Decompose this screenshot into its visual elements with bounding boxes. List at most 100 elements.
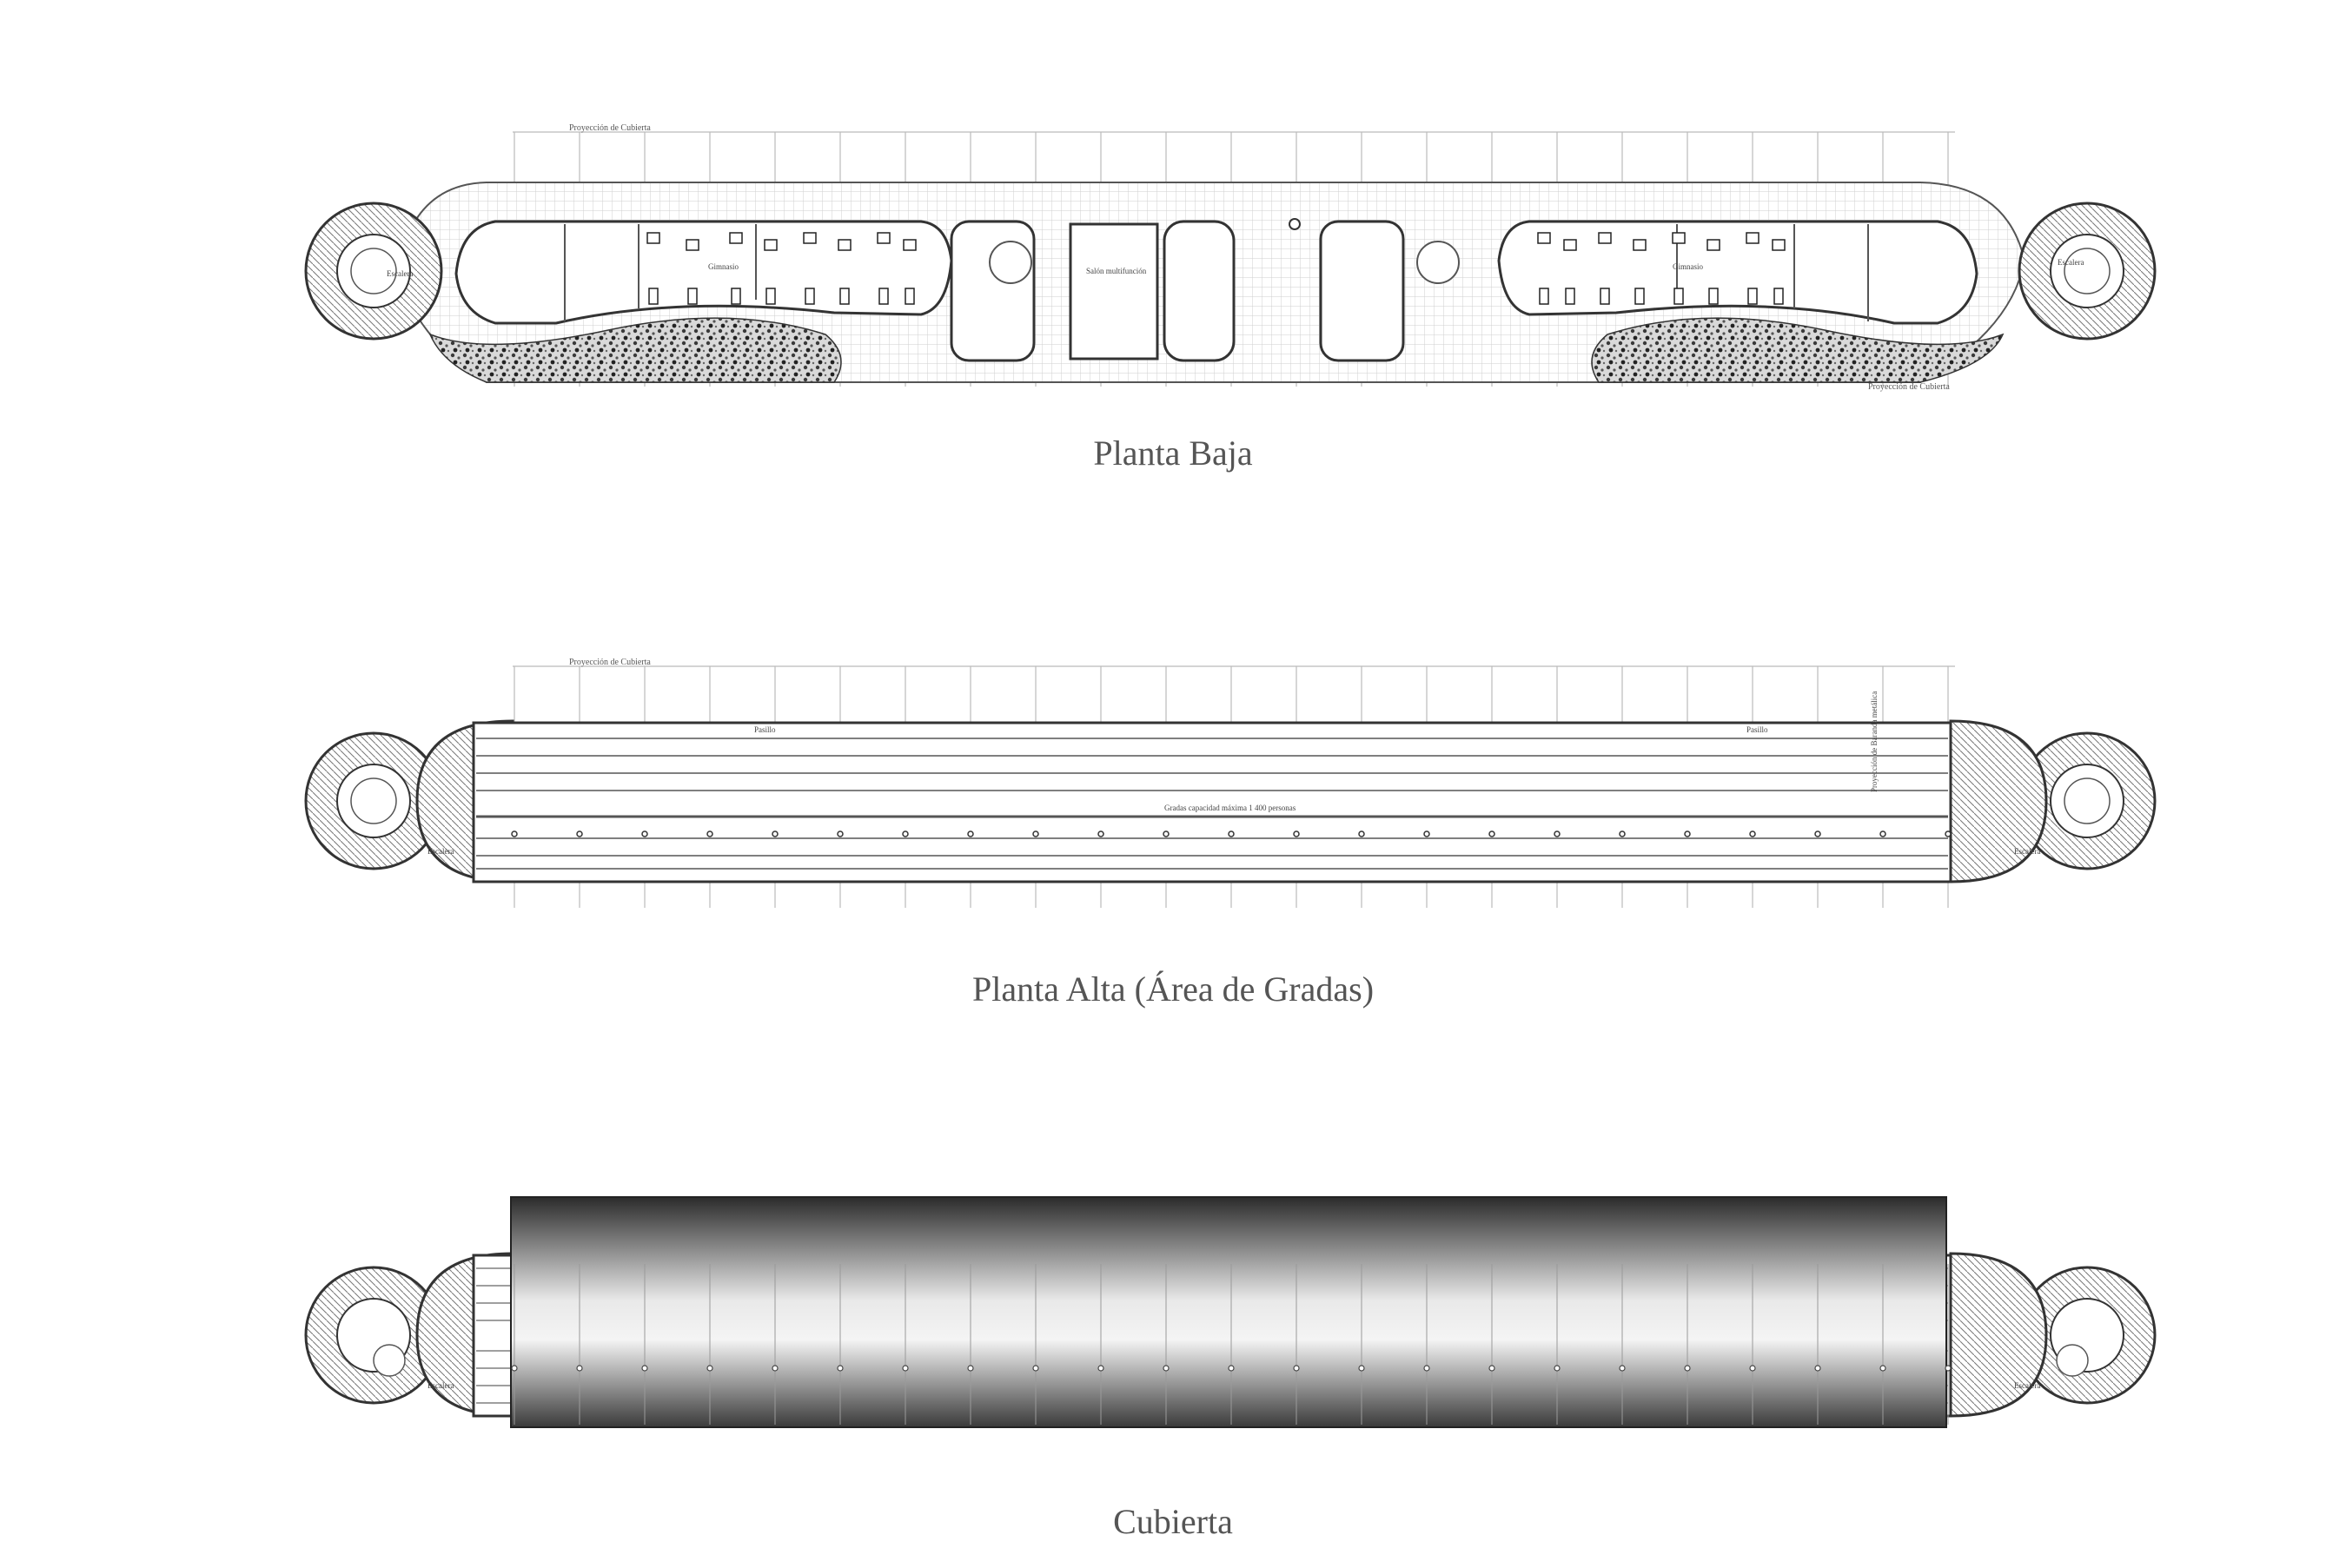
roof-bleacher-end-right bbox=[1949, 1252, 2048, 1418]
bleacher-rows bbox=[476, 738, 1948, 870]
central-block-mid bbox=[1163, 220, 1236, 362]
gym-machine-symbol bbox=[1598, 232, 1612, 244]
column-dot bbox=[706, 830, 713, 837]
roof-escalera-label-left: Escalera bbox=[427, 1381, 454, 1390]
roof-column-dot bbox=[706, 1365, 713, 1372]
bench-symbol bbox=[905, 288, 915, 305]
wing-partitions bbox=[564, 224, 1869, 321]
salon-label: Salón multifunción bbox=[1086, 267, 1147, 275]
pasillo-label-right: Pasillo bbox=[1746, 725, 1768, 734]
column-dot bbox=[1358, 830, 1365, 837]
column-dot bbox=[1945, 830, 1952, 837]
roof-column-dot bbox=[1423, 1365, 1430, 1372]
bench-symbol bbox=[1773, 288, 1784, 305]
column-dot bbox=[1228, 830, 1235, 837]
bench-symbol bbox=[648, 288, 659, 305]
upper-cubierta-projection-label: Proyección de Cubierta bbox=[569, 658, 651, 667]
roof-column-dot bbox=[967, 1365, 974, 1372]
bench-symbol bbox=[839, 288, 850, 305]
pasillo-label-left: Pasillo bbox=[754, 725, 776, 734]
roof-column-dot bbox=[1097, 1365, 1104, 1372]
roof-column-dot bbox=[576, 1365, 583, 1372]
roof-column-dot bbox=[772, 1365, 779, 1372]
wing-right bbox=[1497, 220, 1978, 325]
roof-column-dot bbox=[1814, 1365, 1821, 1372]
roof-column-dot bbox=[1945, 1365, 1952, 1372]
gradas-label: Gradas capacidad máxima 1 400 personas bbox=[1164, 804, 1296, 812]
roof-column-dot bbox=[1554, 1365, 1561, 1372]
roof-stair-tower-right bbox=[2018, 1266, 2157, 1405]
central-block-left bbox=[950, 220, 1036, 362]
column-dot bbox=[1488, 830, 1495, 837]
baranda-label: Proyección de Baranda metálica bbox=[1870, 691, 1879, 792]
gym-machine-symbol bbox=[1706, 239, 1720, 251]
roof-column-dot bbox=[1228, 1365, 1235, 1372]
salon-multifuncion bbox=[1069, 222, 1159, 361]
atrium-circle-left bbox=[989, 241, 1032, 284]
bench-symbol bbox=[1747, 288, 1758, 305]
gimnasio-label-right: Gimnasio bbox=[1673, 262, 1703, 271]
gym-machine-symbol bbox=[686, 239, 699, 251]
bench-symbol bbox=[805, 288, 815, 305]
column-dot bbox=[511, 830, 518, 837]
roof-column-dot bbox=[511, 1365, 518, 1372]
bench-symbol bbox=[1634, 288, 1645, 305]
gym-machine-symbol bbox=[1563, 239, 1577, 251]
caption-cubierta: Cubierta bbox=[1113, 1502, 1233, 1541]
column-dot bbox=[1749, 830, 1756, 837]
bench-symbol bbox=[731, 288, 741, 305]
gym-equipment-right bbox=[1537, 232, 1786, 305]
cubierta-projection-label-a: Proyección de Cubierta bbox=[569, 123, 651, 133]
gym-machine-symbol bbox=[1672, 232, 1686, 244]
column-dot bbox=[967, 830, 974, 837]
bleacher-end-right bbox=[1949, 719, 2048, 883]
column-dot bbox=[837, 830, 844, 837]
roof-plan: Escalera Escalera bbox=[304, 1196, 2157, 1428]
bench-symbol bbox=[687, 288, 698, 305]
roof-column-dot bbox=[1293, 1365, 1300, 1372]
roof-column-dot bbox=[837, 1365, 844, 1372]
gym-machine-symbol bbox=[1772, 239, 1786, 251]
column-dot bbox=[1814, 830, 1821, 837]
column-dot bbox=[772, 830, 779, 837]
column-dot bbox=[1032, 830, 1039, 837]
escalera-label-left: Escalera bbox=[387, 269, 413, 278]
bench-symbol bbox=[878, 288, 889, 305]
gym-machine-symbol bbox=[764, 239, 778, 251]
escalera-label-right: Escalera bbox=[2058, 258, 2084, 267]
upper-escalera-label-left: Escalera bbox=[427, 847, 454, 856]
gym-machine-symbol bbox=[903, 239, 917, 251]
roof-column-dot bbox=[902, 1365, 909, 1372]
roof-escalera-label-right: Escalera bbox=[2014, 1381, 2040, 1390]
column-dot bbox=[902, 830, 909, 837]
upper-escalera-label-right: Escalera bbox=[2014, 847, 2040, 856]
central-block-right bbox=[1319, 220, 1405, 362]
caption-planta-alta: Planta Alta (Área de Gradas) bbox=[971, 969, 1375, 1009]
upper-floor-plan: Proyección de Cubierta Pasillo Pasillo G bbox=[304, 658, 2157, 908]
bench-symbol bbox=[1565, 288, 1575, 305]
column-marker bbox=[1289, 218, 1301, 230]
roof-column-dot bbox=[1032, 1365, 1039, 1372]
roof-column-dot bbox=[1684, 1365, 1691, 1372]
gimnasio-label-left: Gimnasio bbox=[708, 262, 739, 271]
column-dot bbox=[1293, 830, 1300, 837]
bleacher-body bbox=[472, 721, 1952, 883]
gym-machine-symbol bbox=[877, 232, 891, 244]
gym-machine-symbol bbox=[646, 232, 660, 244]
gravel-garden-left bbox=[428, 317, 842, 383]
gym-equipment-left bbox=[646, 232, 917, 305]
gym-machine-symbol bbox=[803, 232, 817, 244]
column-dot bbox=[1163, 830, 1170, 837]
gym-machine-symbol bbox=[1633, 239, 1647, 251]
gym-machine-symbol bbox=[1746, 232, 1760, 244]
bench-symbol bbox=[765, 288, 776, 305]
stair-tower-left: Escalera bbox=[304, 202, 443, 341]
bench-symbol bbox=[1708, 288, 1719, 305]
bench-symbol bbox=[1539, 288, 1549, 305]
roof-column-dot bbox=[1163, 1365, 1170, 1372]
bench-symbol bbox=[1673, 288, 1684, 305]
caption-planta-baja: Planta Baja bbox=[1093, 433, 1253, 473]
column-dot bbox=[576, 830, 583, 837]
